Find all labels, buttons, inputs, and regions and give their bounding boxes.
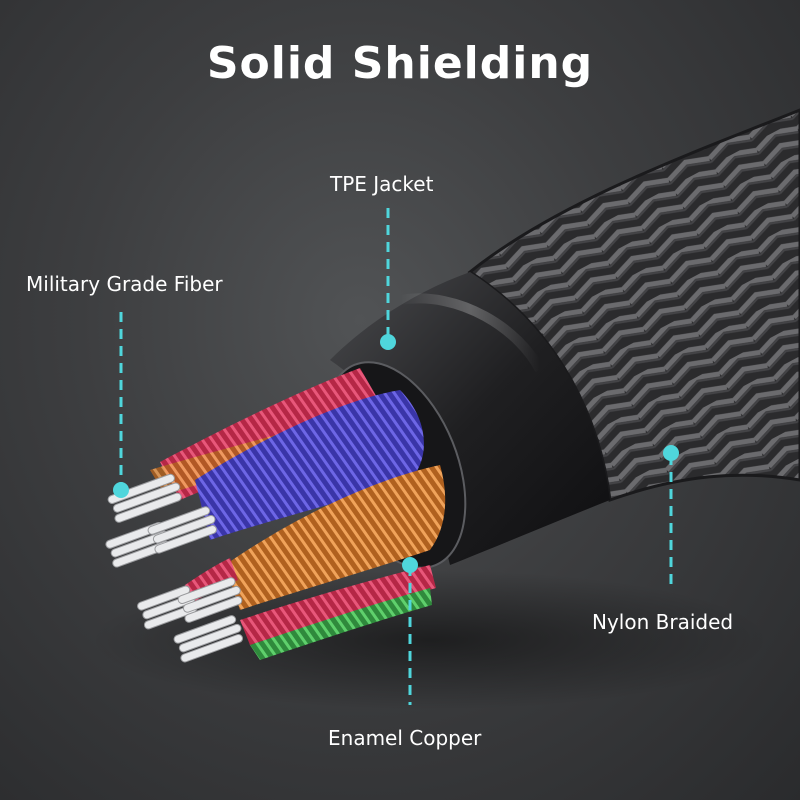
page-title: Solid Shielding bbox=[206, 38, 594, 89]
military-fiber-label: Military Grade Fiber bbox=[26, 272, 223, 296]
copper-dot bbox=[402, 557, 418, 573]
enamel-copper-label: Enamel Copper bbox=[328, 726, 482, 750]
wire-bundles bbox=[150, 368, 446, 660]
tpe-jacket-label: TPE Jacket bbox=[330, 172, 434, 196]
tpe-jacket-dot bbox=[380, 334, 396, 350]
fiber-dot bbox=[113, 482, 129, 498]
callout-dots bbox=[113, 334, 679, 573]
nylon-dot bbox=[663, 445, 679, 461]
nylon-braided-label: Nylon Braided bbox=[592, 610, 734, 634]
fiber-strands bbox=[105, 473, 243, 663]
callout-lines bbox=[119, 208, 673, 705]
